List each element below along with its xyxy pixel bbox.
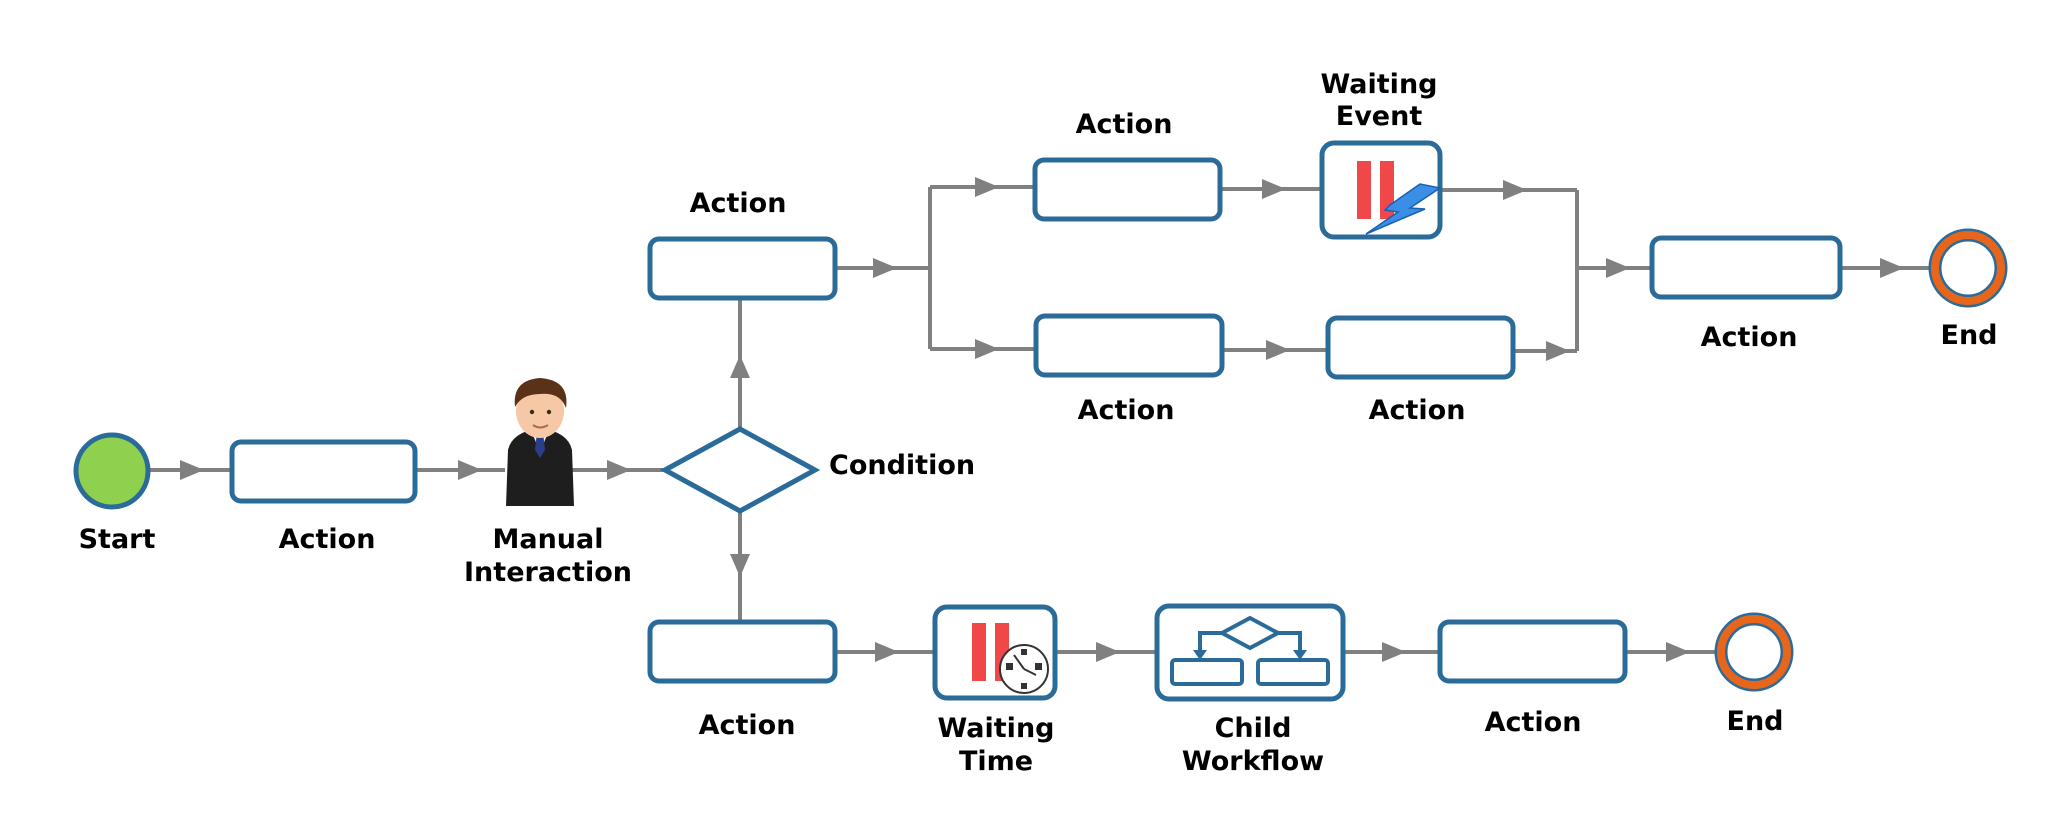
condition-label: Condition	[829, 450, 975, 481]
connectors	[150, 177, 1930, 662]
action-node-1[interactable]: Action	[229, 439, 418, 555]
waiting-event-node[interactable]: Waiting Event	[1319, 69, 1443, 240]
start-event[interactable]: Start	[73, 432, 156, 555]
sub-flowchart-icon	[1170, 615, 1330, 686]
action-node-merge[interactable]: Action	[1649, 235, 1843, 353]
action-node-mid-b-label: Action	[1369, 395, 1466, 426]
condition-gateway[interactable]: Condition	[659, 426, 975, 514]
pause-lightning-icon	[1357, 161, 1442, 235]
child-workflow-label-line1: Child	[1215, 713, 1292, 744]
action-node-mid-a-label: Action	[1078, 395, 1175, 426]
manual-interaction-label-line1: Manual	[492, 524, 603, 555]
action-node-mid-b[interactable]: Action	[1325, 315, 1516, 426]
waiting-time-label-line2: Time	[959, 746, 1033, 777]
end-event-lower[interactable]: End	[1714, 612, 1794, 737]
action-node-merge-label: Action	[1701, 322, 1798, 353]
action-node-lower[interactable]: Action	[647, 619, 838, 741]
action-node-top-a[interactable]: Action	[1032, 109, 1223, 222]
action-node-lower-b[interactable]: Action	[1437, 619, 1628, 738]
action-node-upper-label: Action	[690, 188, 787, 219]
action-node-upper[interactable]: Action	[647, 188, 838, 301]
end-upper-label: End	[1941, 320, 1998, 351]
action-node-1-label: Action	[279, 524, 376, 555]
action-node-lower-b-label: Action	[1485, 707, 1582, 738]
waiting-time-node[interactable]: Waiting Time	[932, 604, 1058, 777]
action-node-mid-a[interactable]: Action	[1033, 313, 1225, 426]
waiting-event-label-line1: Waiting	[1320, 69, 1437, 100]
manual-interaction-node[interactable]: Manual Interaction	[464, 378, 632, 588]
waiting-event-label-line2: Event	[1336, 101, 1423, 132]
end-event-upper[interactable]: End	[1928, 228, 2008, 351]
action-node-lower-label: Action	[699, 710, 796, 741]
end-lower-label: End	[1727, 706, 1784, 737]
waiting-time-label-line1: Waiting	[937, 713, 1054, 744]
person-icon	[506, 378, 574, 506]
action-node-top-a-label: Action	[1076, 109, 1173, 140]
child-workflow-label-line2: Workflow	[1182, 746, 1324, 777]
start-label: Start	[79, 524, 156, 555]
child-workflow-node[interactable]: Child Workflow	[1154, 603, 1346, 777]
pause-clock-icon	[972, 623, 1049, 694]
manual-interaction-label-line2: Interaction	[464, 557, 632, 588]
